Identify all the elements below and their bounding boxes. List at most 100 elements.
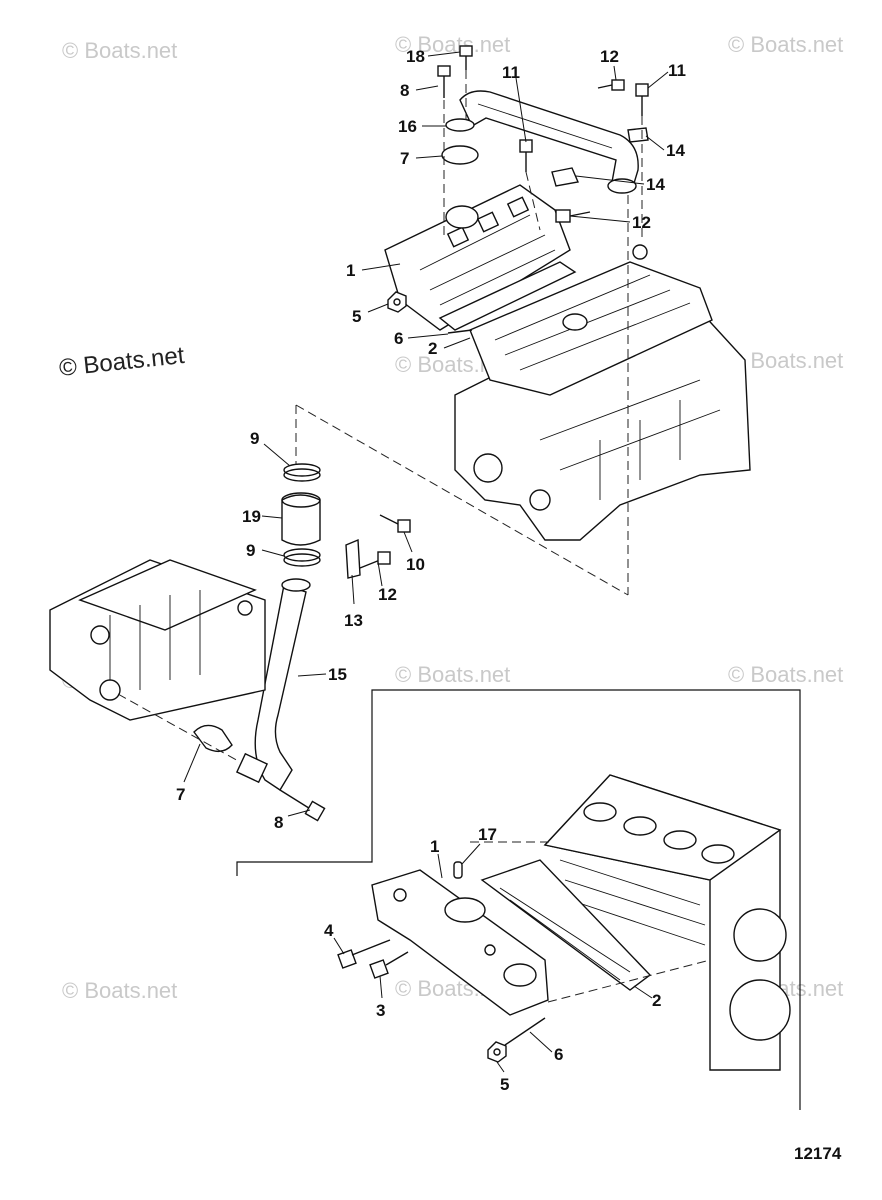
callout-4: 4 bbox=[324, 921, 334, 940]
callout-6: 6 bbox=[394, 329, 403, 348]
hose-clamp-upper-band bbox=[283, 468, 321, 482]
heat-exchanger-port bbox=[237, 600, 253, 616]
callout-11: 11 bbox=[502, 63, 520, 82]
callout-10: 10 bbox=[406, 555, 425, 574]
callout-12: 12 bbox=[600, 47, 619, 66]
alignment-line bbox=[295, 404, 629, 596]
manifold-boss bbox=[393, 888, 407, 902]
intake-gasket-ports bbox=[499, 887, 631, 981]
callout-6: 6 bbox=[554, 1045, 563, 1064]
hose-clamp-upper bbox=[283, 463, 321, 477]
intake-manifold-inset bbox=[236, 689, 801, 1110]
callout-9: 9 bbox=[246, 541, 255, 560]
callout-1: 1 bbox=[430, 837, 439, 856]
dowel-pin bbox=[453, 861, 463, 879]
manifold-ports bbox=[419, 214, 556, 306]
intake-manifold-opening bbox=[503, 963, 537, 987]
oil-filler-cap bbox=[562, 313, 588, 331]
figure-number: 12174 bbox=[794, 1144, 842, 1163]
callout-8: 8 bbox=[274, 813, 283, 832]
bolt-12-lower bbox=[359, 551, 391, 569]
cylinder-bore bbox=[701, 844, 735, 864]
callout-11: 11 bbox=[668, 61, 686, 80]
manifold-port bbox=[476, 211, 500, 233]
hose-clamp-lower-band bbox=[283, 553, 321, 567]
callout-leaders bbox=[183, 51, 669, 1073]
callout-19: 19 bbox=[242, 507, 261, 526]
valve-cover-shape bbox=[469, 261, 713, 396]
coolant-pipe-flange bbox=[235, 752, 269, 784]
hose-sleeve-top bbox=[281, 492, 321, 508]
lower-gasket bbox=[193, 724, 233, 753]
bolt-8-lower bbox=[279, 789, 326, 822]
upper-gasket bbox=[441, 145, 479, 165]
watermark-9: © Boats.net bbox=[62, 978, 177, 1003]
manifold-port bbox=[506, 196, 530, 218]
stud-6-upper bbox=[447, 329, 473, 334]
bolt-12-top bbox=[597, 79, 625, 91]
block-port bbox=[529, 489, 551, 511]
engine-head-assembly bbox=[384, 45, 751, 595]
bolt-3 bbox=[369, 951, 409, 979]
callout-9: 9 bbox=[250, 429, 259, 448]
stud-6-lower bbox=[504, 1017, 546, 1046]
heat-exchanger-top bbox=[78, 559, 257, 631]
hose-clamp-lower bbox=[283, 548, 321, 562]
callout-18: 18 bbox=[406, 47, 425, 66]
block-detail-lines bbox=[559, 859, 706, 946]
heat-exchanger-port bbox=[99, 679, 121, 701]
bolt-8-upper bbox=[437, 65, 451, 98]
head-plug bbox=[632, 244, 648, 260]
block-detail-lines bbox=[539, 379, 721, 500]
pipe-highlight bbox=[477, 103, 613, 149]
callout-14: 14 bbox=[646, 175, 665, 194]
intake-manifold-opening bbox=[444, 897, 486, 923]
callout-2: 2 bbox=[428, 339, 437, 358]
callout-14: 14 bbox=[666, 141, 685, 160]
bracket bbox=[345, 538, 361, 579]
manifold-port bbox=[446, 226, 470, 248]
callout-13: 13 bbox=[344, 611, 363, 630]
coolant-pipe-inlet bbox=[281, 578, 311, 592]
manifold-boss bbox=[484, 944, 496, 956]
heat-exchanger-fins bbox=[109, 590, 201, 700]
watermark-7: © Boats.net bbox=[395, 662, 510, 687]
watermark-5: © Boats.net bbox=[728, 348, 843, 373]
bracket-14 bbox=[551, 127, 649, 187]
alignment-line bbox=[525, 171, 541, 231]
coolant-hose-assembly bbox=[49, 404, 629, 822]
callout-8: 8 bbox=[400, 81, 409, 100]
callout-12: 12 bbox=[632, 213, 651, 232]
lower-engine-deck bbox=[543, 774, 782, 881]
bolt-11-mid bbox=[519, 139, 533, 172]
manifold-gasket bbox=[438, 261, 577, 331]
callout-1: 1 bbox=[346, 261, 355, 280]
watermark-8: © Boats.net bbox=[728, 662, 843, 687]
callout-16: 16 bbox=[398, 117, 417, 136]
cylinder-bore bbox=[623, 816, 657, 836]
heat-exchanger-port bbox=[90, 625, 110, 645]
callout-7: 7 bbox=[400, 149, 409, 168]
callout-12: 12 bbox=[378, 585, 397, 604]
bolt-4 bbox=[337, 939, 391, 969]
coolant-pipe bbox=[254, 584, 307, 791]
nut-5-upper bbox=[387, 291, 407, 313]
engine-pulley bbox=[733, 908, 787, 962]
callout-5: 5 bbox=[500, 1075, 509, 1094]
cylinder-bore bbox=[663, 830, 697, 850]
hose-sleeve bbox=[281, 494, 321, 546]
callout-5: 5 bbox=[352, 307, 361, 326]
intake-manifold bbox=[371, 869, 549, 1016]
upper-coolant-pipe bbox=[459, 90, 639, 191]
inset-frame bbox=[236, 689, 801, 1110]
callout-17: 17 bbox=[478, 825, 497, 844]
bolt-11-right bbox=[635, 83, 649, 116]
watermark-main: © Boats.net bbox=[58, 342, 186, 382]
manifold-flange bbox=[445, 205, 479, 229]
callout-7: 7 bbox=[176, 785, 185, 804]
pipe-gasket bbox=[445, 118, 475, 132]
alignment-line bbox=[117, 693, 241, 763]
callout-labels: 18 8 11 16 7 12 11 14 14 12 1 5 6 2 9 19… bbox=[176, 47, 686, 1094]
